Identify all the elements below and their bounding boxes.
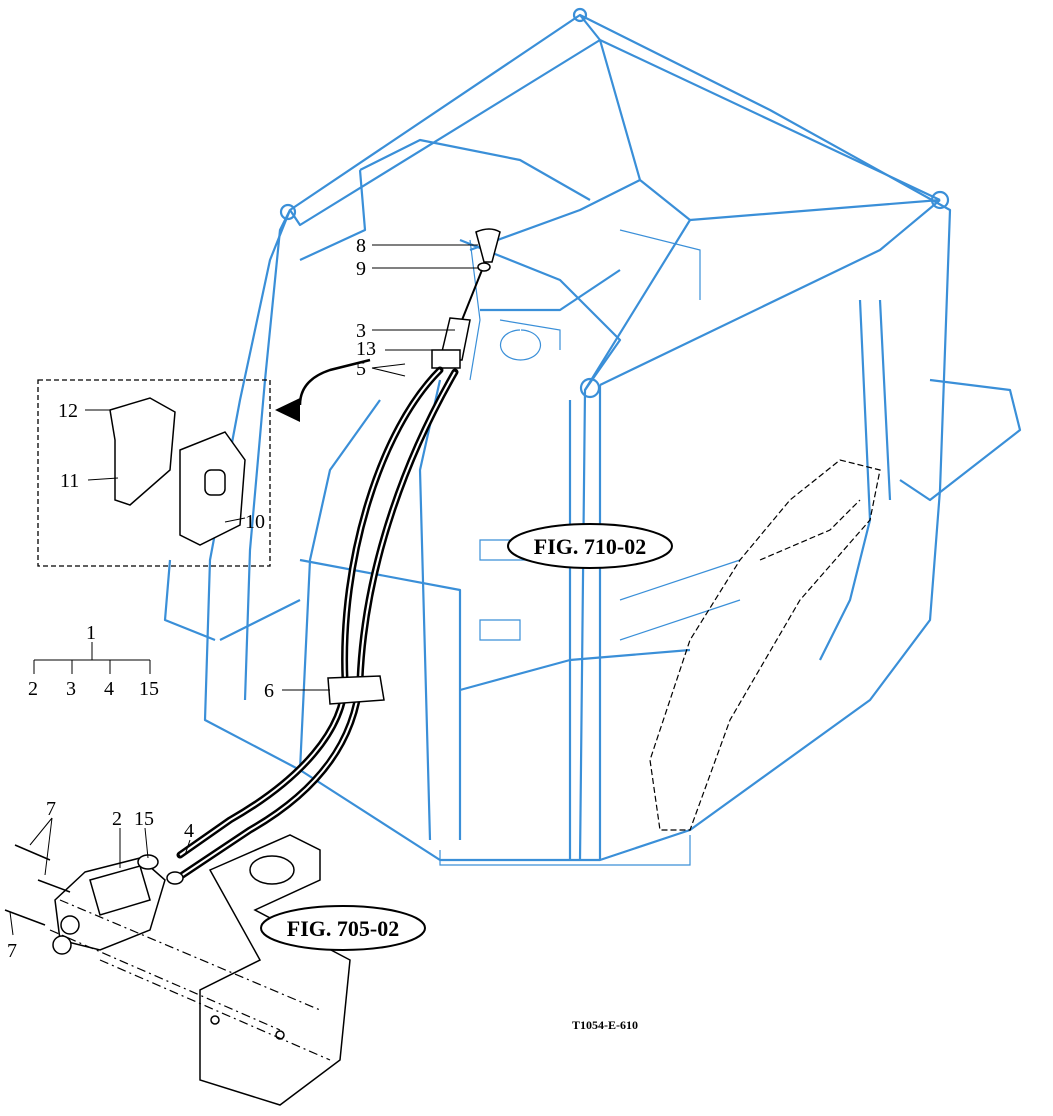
fig-710-02-label[interactable]: FIG. 710-02	[534, 534, 646, 559]
callout-3: 3	[356, 320, 366, 342]
inset-parts	[109, 397, 246, 546]
fig-705-02-label[interactable]: FIG. 705-02	[287, 916, 399, 941]
inset-arrow-head	[275, 398, 300, 422]
callout-tree-2: 2	[28, 678, 38, 700]
callout-tree-4: 4	[104, 678, 114, 700]
callout-6: 6	[264, 680, 274, 702]
callout-15: 15	[134, 808, 154, 830]
bracket-13	[431, 349, 461, 369]
fig-705-02-ref[interactable]: FIG. 705-02	[260, 905, 426, 951]
callout-2: 2	[112, 808, 122, 830]
control-lever	[431, 228, 501, 369]
callout-7-top: 7	[46, 798, 56, 820]
seat-outline	[649, 459, 881, 831]
leader-lines	[9, 244, 478, 936]
callout-11: 11	[60, 470, 79, 492]
callout-tree-15: 15	[139, 678, 159, 700]
cables-4	[171, 366, 459, 884]
drawing-code: T1054-E-610	[572, 1018, 638, 1032]
callout-12: 12	[58, 400, 78, 422]
valve-assembly	[4, 844, 184, 955]
callout-10: 10	[245, 511, 265, 533]
callout-9: 9	[356, 258, 366, 280]
nut-9	[477, 262, 491, 272]
detail-inset-box	[37, 379, 271, 567]
cab-frame	[163, 7, 1022, 866]
callout-tree-3: 3	[66, 678, 76, 700]
knob-8	[475, 228, 501, 263]
mounting-bracket	[49, 834, 351, 1106]
callout-1: 1	[86, 622, 96, 644]
callout-8: 8	[356, 235, 366, 257]
inset-arrow	[298, 358, 371, 406]
callout-13: 13	[356, 338, 376, 360]
fig-710-02-ref[interactable]: FIG. 710-02	[507, 523, 673, 569]
callout-7-bottom: 7	[7, 940, 17, 962]
grommet-6	[327, 675, 385, 705]
callout-5: 5	[356, 358, 366, 380]
callout-4: 4	[184, 820, 194, 842]
